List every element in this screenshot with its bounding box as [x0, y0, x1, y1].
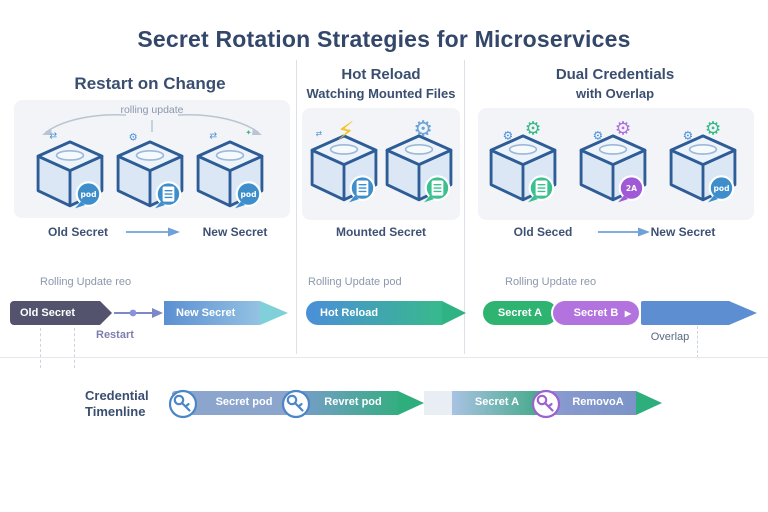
dashed-guide	[697, 326, 698, 358]
column-title-dual: Dual Credentials	[555, 66, 675, 83]
rolling-update-annotation: rolling update	[120, 104, 184, 116]
gear-icon: ⚙	[683, 128, 694, 142]
document-icon	[161, 185, 176, 203]
timeline-chevron	[398, 391, 424, 415]
document-icon	[430, 179, 445, 197]
timeline-gap	[424, 391, 452, 415]
refresh-icon: ⇄	[49, 131, 57, 142]
caption-arrow-icon	[126, 227, 180, 237]
caption-old-secret: Old Seced	[513, 225, 573, 239]
caption-mounted-secret: Mounted Secret	[335, 225, 426, 239]
hot-reload-bar: Hot Reload	[306, 301, 442, 325]
document-icon	[534, 179, 549, 197]
chevron-right-icon: ▶	[624, 308, 631, 318]
overlap-note: Overlap	[650, 331, 690, 343]
pod-badge-label: 2A	[626, 184, 637, 193]
segment-label: Revret pod	[324, 396, 382, 408]
gear-icon: ⚙	[615, 118, 632, 139]
timeline-label: Rolling Update pod	[308, 276, 402, 288]
pod-illustration: ⇄ ⚡	[310, 116, 378, 203]
pod-illustration: ⚙ ⚙	[489, 118, 557, 203]
timeline-arrowhead	[729, 301, 757, 325]
secret-file-badge	[349, 175, 376, 203]
pod-badge: pod	[235, 181, 262, 209]
gear-icon: ⚙	[413, 117, 433, 142]
refresh-icon: ⇄	[209, 131, 217, 142]
pod-illustration: ⚙	[385, 117, 453, 203]
lightning-icon: ⚡	[337, 116, 355, 145]
timeline-label: Rolling Update reo	[40, 276, 132, 288]
old-secret-bar: Old Secret	[10, 301, 112, 325]
column-divider	[464, 60, 465, 354]
column-divider	[296, 60, 297, 354]
secret-file-badge	[155, 181, 182, 209]
dashed-guide	[74, 328, 75, 368]
new-secret-bar: New Secret	[164, 301, 260, 325]
credential-label-line1: Credential	[85, 388, 149, 403]
pod-illustration: ⚙	[116, 132, 184, 209]
segment-label: Secret pod	[215, 396, 273, 408]
dashed-guide	[40, 328, 41, 368]
refresh-icon: ⇄	[316, 129, 322, 138]
segment-label: RemovoA	[572, 396, 624, 408]
column-subtitle-dual: with Overlap	[575, 86, 655, 101]
caption-arrow-icon	[598, 227, 650, 237]
segment-label: Secret A	[474, 396, 520, 408]
pod-badge-label: pod	[80, 190, 96, 199]
caption-new-secret: New Secret	[650, 225, 716, 239]
secret-file-badge	[528, 175, 555, 203]
caption-old-secret: Old Secret	[47, 225, 109, 239]
sparkle-icon: ✦	[245, 128, 252, 137]
secret-a-pill: Secret A	[483, 301, 557, 325]
gear-icon: ⚙	[129, 132, 138, 143]
pod-badge-label: pod	[713, 184, 729, 193]
restart-note: Restart	[96, 329, 134, 341]
column-title-hot-reload: Hot Reload	[341, 66, 421, 83]
pod-illustration: ⚙ ⚙ pod	[669, 118, 737, 203]
column-title-restart: Restart on Change	[74, 74, 226, 93]
gear-icon: ⚙	[503, 128, 514, 142]
pod-badge: pod	[75, 181, 102, 209]
timeline-arrowhead	[442, 301, 466, 325]
column-subtitle-hot-reload: Watching Mounted Files	[306, 86, 456, 101]
section-divider	[0, 357, 768, 358]
credential-timeline-label: Credential Timenline	[85, 388, 149, 420]
key-icon	[168, 389, 198, 419]
gear-icon: ⚙	[593, 128, 604, 142]
pod-illustration: ⇄ pod	[36, 131, 104, 209]
timeline-label: Rolling Update reo	[505, 276, 597, 288]
pod-illustration: ⚙ ⚙ 2A	[579, 118, 647, 203]
page-title: Secret Rotation Strategies for Microserv…	[137, 26, 631, 52]
key-icon	[531, 389, 561, 419]
pod-badge: 2A	[618, 175, 645, 203]
caption-new-secret: New Secret	[202, 225, 268, 239]
pod-badge-label: pod	[240, 190, 256, 199]
secret-b-pill: Secret B ▶	[553, 301, 639, 325]
timeline-arrowhead	[636, 391, 662, 415]
credential-label-line2: Timenline	[85, 404, 146, 419]
gear-icon: ⚙	[705, 118, 722, 139]
secret-b-label: Secret B	[573, 307, 619, 319]
key-icon	[281, 389, 311, 419]
timeline-arrowhead	[260, 301, 288, 325]
restart-connector-icon	[114, 308, 163, 318]
document-icon	[355, 179, 370, 197]
pod-illustration: ⇄ ✦ pod	[196, 128, 264, 209]
secret-file-badge	[424, 175, 451, 203]
timeline-bar-segment	[452, 391, 540, 415]
pod-badge: pod	[708, 175, 735, 203]
rolling-update-arrows-icon	[42, 113, 262, 135]
gear-icon: ⚙	[525, 118, 542, 139]
overlap-arrow-bar	[641, 301, 729, 325]
